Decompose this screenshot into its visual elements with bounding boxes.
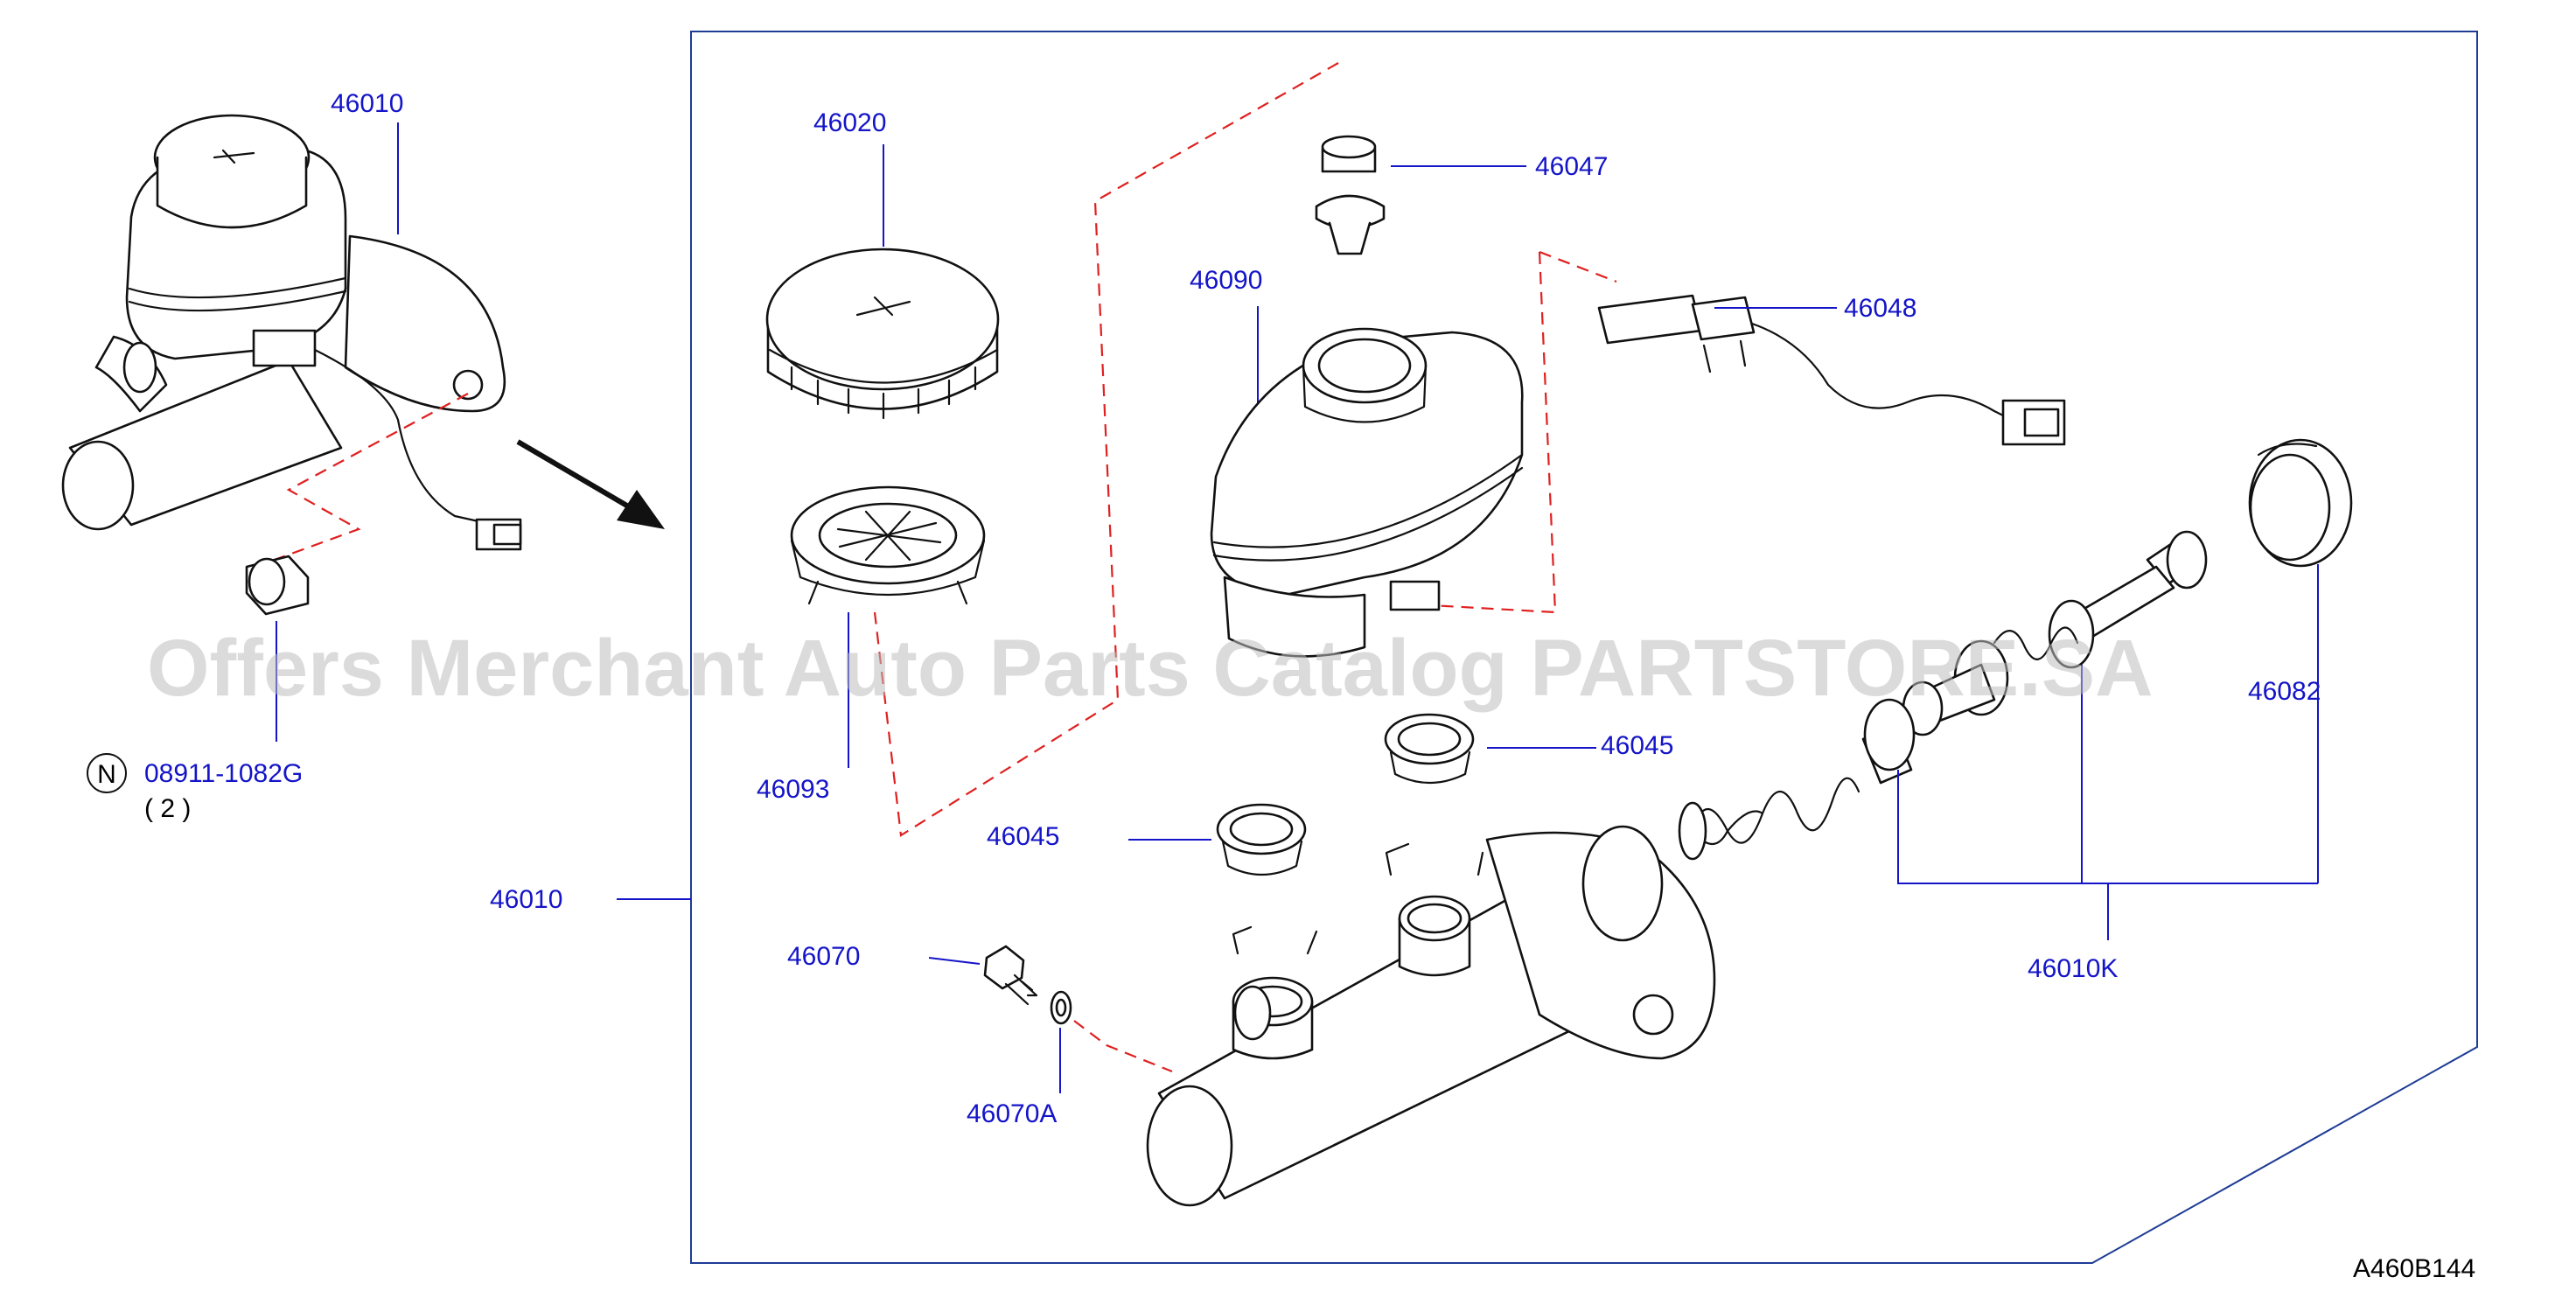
diagram-code: A460B144 — [2353, 1254, 2475, 1283]
nut-quantity: ( 2 ) — [144, 794, 191, 823]
assembly-frame — [690, 31, 2478, 1264]
reservoir-retaining-pin[interactable] — [1315, 135, 1386, 255]
label-seal-ring[interactable]: 46082 — [2248, 677, 2321, 706]
label-piston-kit[interactable]: 46010K — [2028, 954, 2118, 983]
assembled-master-cylinder[interactable] — [61, 114, 522, 551]
nut-symbol-circle — [87, 753, 127, 793]
guide-washer — [1073, 1020, 1173, 1073]
label-grommet-lower[interactable]: 46045 — [987, 822, 1059, 851]
piston-kit[interactable] — [1678, 530, 2208, 861]
label-assembly-left[interactable]: 46010 — [490, 885, 562, 914]
bolt[interactable] — [983, 945, 1038, 1006]
label-reservoir-cap[interactable]: 46020 — [813, 108, 886, 137]
label-reservoir-pin[interactable]: 46047 — [1535, 152, 1608, 181]
label-washer[interactable]: 46070A — [967, 1099, 1057, 1128]
grommet-lower[interactable] — [1216, 803, 1307, 876]
cap-filter-strainer[interactable] — [790, 485, 986, 605]
level-sensor-harness[interactable] — [1597, 294, 2066, 446]
nut-symbol: N — [97, 760, 116, 789]
washer[interactable] — [1050, 990, 1072, 1025]
piston-kit-bracket — [1897, 665, 2318, 940]
watermark: Offers Merchant Auto Parts Catalog PARTS… — [147, 624, 2154, 713]
nut-part-number[interactable]: 08911-1082G — [144, 759, 303, 788]
label-assembly-top[interactable]: 46010 — [331, 89, 403, 118]
label-grommet-upper[interactable]: 46045 — [1601, 731, 1673, 760]
grommet-upper[interactable] — [1384, 713, 1475, 785]
guide-sensor — [1399, 250, 1617, 614]
guide-left-assembly — [262, 393, 469, 566]
reservoir-cap[interactable] — [765, 248, 1000, 420]
label-cap-filter[interactable]: 46093 — [757, 775, 829, 804]
master-cylinder-body[interactable] — [1146, 825, 1716, 1207]
label-reservoir-tank[interactable]: 46090 — [1190, 266, 1262, 295]
explode-arrow-icon — [516, 439, 665, 529]
reservoir-tank[interactable] — [1210, 327, 1524, 658]
label-bolt[interactable]: 46070 — [787, 942, 860, 971]
leader-bolt — [928, 957, 981, 965]
label-level-sensor[interactable]: 46048 — [1844, 294, 1916, 323]
guide-pin-tank — [873, 62, 1339, 837]
seal-ring[interactable] — [2248, 438, 2353, 568]
nut-icon[interactable] — [245, 555, 310, 616]
